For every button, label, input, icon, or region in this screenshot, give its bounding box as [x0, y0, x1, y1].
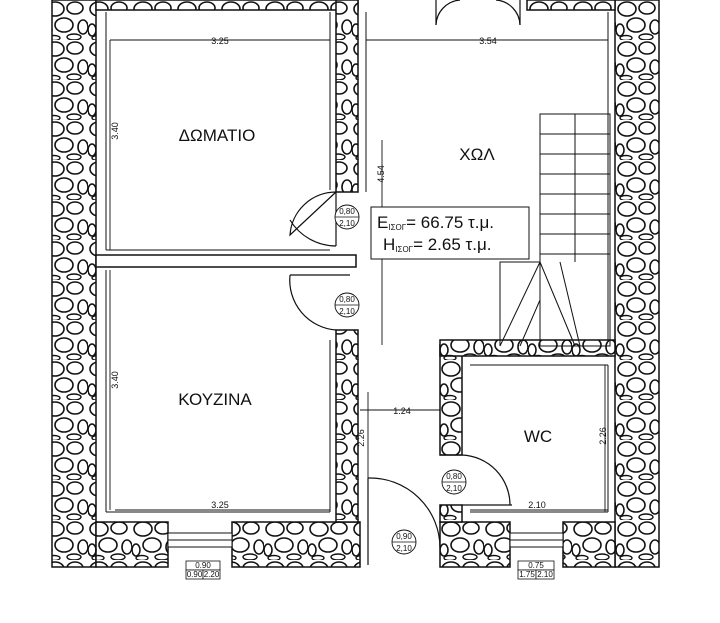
room-label-kitchen: ΚΟΥΖΙΝΑ: [178, 390, 252, 409]
windows: [167, 532, 564, 548]
door-tag-2-height: 2,10: [339, 307, 355, 316]
dim-bedroom-height: 3.40: [110, 122, 120, 140]
door-tag-1: 0,80 2,10: [334, 204, 360, 230]
doors: [289, 0, 521, 565]
window-left-sill: 0.90: [187, 570, 203, 579]
area-line-2: HΙΣΟΓ= 2.65 τ.μ.: [383, 235, 492, 254]
dim-hall-width: 3.54: [479, 36, 497, 46]
dim-wc-height: 2.26: [598, 427, 608, 445]
area-box: EΙΣΟΓ= 66.75 τ.μ. HΙΣΟΓ= 2.65 τ.μ.: [370, 206, 530, 260]
staircase: [499, 113, 611, 347]
window-left-width: 0.90: [195, 561, 211, 570]
window-right-width: 0.75: [528, 561, 544, 570]
room-label-hall: ΧΩΛ: [459, 145, 495, 164]
door-tag-4-height: 2,10: [396, 544, 412, 553]
window-right-head: 2.10: [537, 570, 553, 579]
dim-wc-width: 2.10: [528, 500, 546, 510]
door-tag-4: 0,90 2,10: [391, 529, 417, 555]
area-line-1: EΙΣΟΓ= 66.75 τ.μ.: [377, 213, 494, 232]
window-right-sill: 1.75: [519, 570, 535, 579]
dim-corridor-height: 2.26: [356, 429, 366, 447]
interior-walls: [95, 0, 616, 523]
dim-bedroom-width: 3.25: [211, 36, 229, 46]
dim-kitchen-height: 3.40: [110, 371, 120, 389]
dim-corridor-width: 1.24: [393, 406, 411, 416]
room-outlines: [105, 12, 609, 513]
door-tag-3: 0,80 2,10: [441, 469, 467, 495]
door-tag-2: 0,80 2,10: [334, 292, 360, 318]
room-label-wc: WC: [524, 427, 552, 446]
door-tag-1-width: 0,80: [339, 207, 355, 216]
window-tag-right: 0.75 1.75 2.10: [517, 560, 555, 580]
room-label-bedroom: ΔΩΜΑΤΙΟ: [179, 126, 256, 145]
door-tag-3-width: 0,80: [446, 472, 462, 481]
window-left-head: 2.20: [204, 570, 220, 579]
window-tag-left: 0.90 0.90 2.20: [185, 560, 221, 580]
door-tag-1-height: 2,10: [339, 219, 355, 228]
dim-kitchen-width: 3.25: [211, 500, 229, 510]
door-tag-2-width: 0,80: [339, 295, 355, 304]
door-tag-4-width: 0,90: [396, 532, 412, 541]
dim-hall-height: 4.54: [376, 165, 386, 183]
door-tag-3-height: 2,10: [446, 484, 462, 493]
